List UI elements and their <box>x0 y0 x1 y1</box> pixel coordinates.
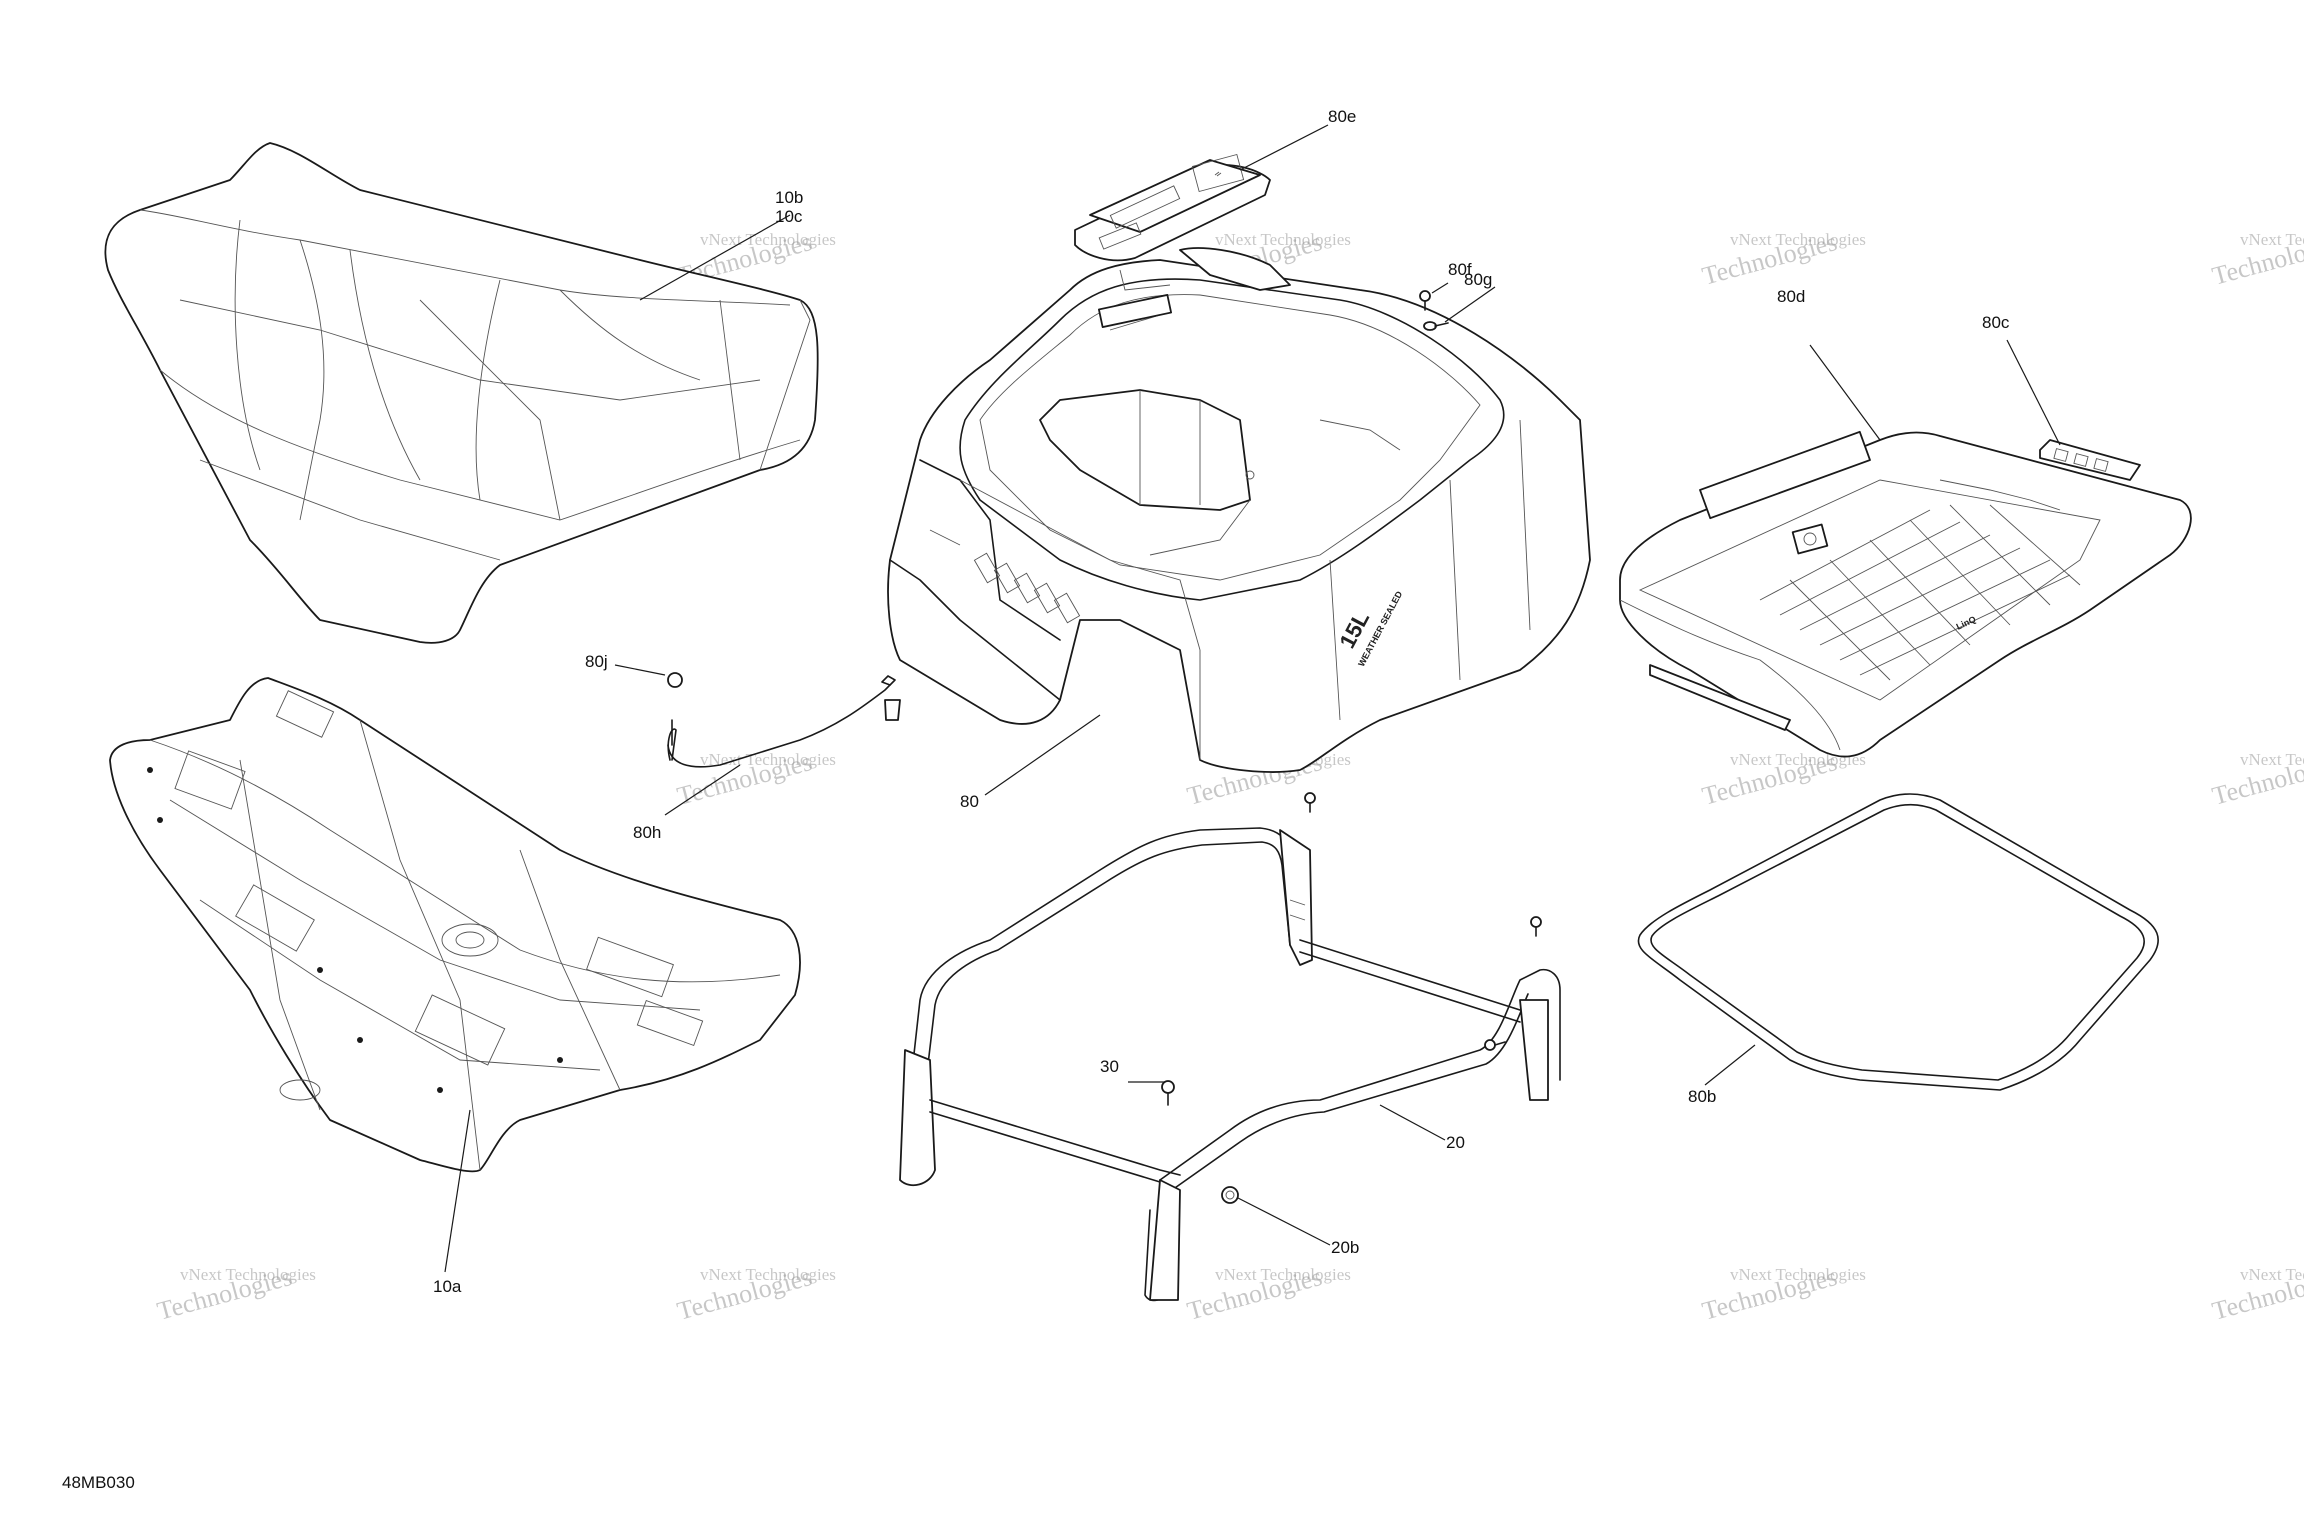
callout-20: 20 <box>1446 1133 1465 1152</box>
leader-20 <box>1379 1104 1446 1141</box>
seat-cushion <box>104 142 819 644</box>
bolt-30-mid <box>1484 1039 1506 1051</box>
leader-80f <box>1431 282 1449 294</box>
bolt-30-top <box>1304 792 1316 813</box>
leader-10b <box>639 214 791 301</box>
callout-80: 80 <box>960 792 979 811</box>
lid-grid-pattern <box>1759 504 2081 681</box>
frame <box>899 827 1561 1302</box>
lock-plate <box>1074 153 1271 262</box>
screw-80f <box>1419 290 1431 311</box>
leader-80b <box>1704 1044 1756 1086</box>
screw-80g <box>1423 321 1449 331</box>
leader-80d <box>1809 344 1881 441</box>
lid: LinQ <box>1619 430 2192 758</box>
drawing-number: 48MB030 <box>62 1473 135 1492</box>
leader-80e <box>1239 124 1329 171</box>
svg-text:vNext Technologies: vNext Technologies <box>2240 750 2304 769</box>
svg-text:vNext Technologies: vNext Technologies <box>2240 1265 2304 1284</box>
leader-80 <box>984 714 1101 796</box>
callout-80b: 80b <box>1688 1087 1716 1106</box>
callout-80h: 80h <box>633 823 661 842</box>
leader-10a <box>444 1109 471 1273</box>
tether-strap <box>667 672 901 768</box>
bolt-30-right <box>1530 916 1542 937</box>
storage-box: 15L WEATHER SEALED <box>887 247 1591 773</box>
box-front-handle <box>973 552 1081 624</box>
callout-20b: 20b <box>1331 1238 1359 1257</box>
callout-30: 30 <box>1100 1057 1119 1076</box>
leader-80c <box>2006 339 2061 446</box>
callout-80d: 80d <box>1777 287 1805 306</box>
seat-base <box>109 677 801 1173</box>
callout-80c: 80c <box>1982 313 2010 332</box>
leader-80j <box>614 664 666 676</box>
callout-10b: 10b <box>775 188 803 207</box>
svg-text:vNext Technologies: vNext Technologies <box>1215 1265 1351 1284</box>
gasket <box>1637 793 2159 1091</box>
svg-text:vNext Technologies: vNext Technologies <box>700 750 836 769</box>
svg-text:vNext Technologies: vNext Technologies <box>180 1265 316 1284</box>
watermark-row-3: vNext Technologies Technologies vNext Te… <box>154 1262 2304 1326</box>
svg-text:vNext Technologies: vNext Technologies <box>700 1265 836 1284</box>
svg-text:vNext Technologies: vNext Technologies <box>1730 1265 1866 1284</box>
callout-10a: 10a <box>433 1277 462 1296</box>
svg-text:vNext Technologies: vNext Technologies <box>1215 230 1351 249</box>
callout-80f: 80f <box>1448 260 1472 279</box>
callout-80g: 80g <box>1464 270 1492 289</box>
svg-text:vNext Technologies: vNext Technologies <box>700 230 836 249</box>
svg-text:vNext Technologies: vNext Technologies <box>1730 230 1866 249</box>
nut-20b <box>1221 1186 1239 1204</box>
callout-10c: 10c <box>775 207 803 226</box>
svg-text:vNext Technologies: vNext Technologies <box>2240 230 2304 249</box>
leader-20b <box>1237 1197 1331 1246</box>
latch <box>2039 439 2141 481</box>
bolt-30-front <box>1161 1080 1175 1106</box>
callout-80j: 80j <box>585 652 608 671</box>
leader-80h <box>664 764 741 816</box>
leader-80g <box>1444 286 1496 323</box>
callout-80e: 80e <box>1328 107 1356 126</box>
